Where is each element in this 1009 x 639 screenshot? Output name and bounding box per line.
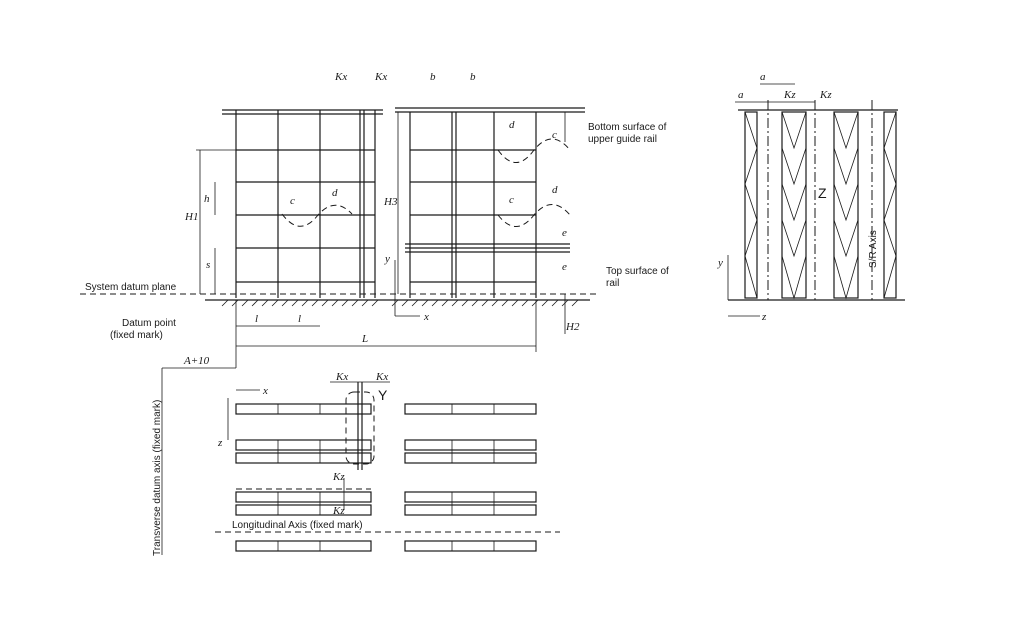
system-datum-plane-label: System datum plane	[85, 282, 177, 293]
h3-label: H3	[383, 196, 398, 208]
h2-label: H2	[565, 321, 580, 333]
front-view-right-rack	[395, 107, 585, 298]
bottom-surface-label: Bottom surface of	[588, 122, 667, 133]
plan-view	[161, 368, 560, 555]
transverse-axis-label: Transverse datum axis (fixed mark)	[152, 400, 163, 556]
a-label-2: a	[760, 71, 766, 83]
h1-label: H1	[184, 211, 198, 223]
h-label: h	[204, 193, 210, 205]
e-label-1: e	[562, 227, 567, 239]
side-view	[727, 83, 905, 317]
x-axis-label-front: x	[423, 311, 429, 323]
Z-detail-label: Z	[818, 185, 827, 201]
b-label-1: b	[430, 71, 436, 83]
ground-line	[80, 293, 600, 307]
front-view-left-rack	[222, 109, 383, 298]
c-label-right-2: c	[509, 194, 514, 206]
kx-label-plan-2: Kx	[375, 371, 388, 383]
e-label-2: e	[562, 261, 567, 273]
z-axis-label-side: z	[761, 311, 767, 323]
rail-label: rail	[606, 278, 619, 289]
a-plus-label: A+10	[183, 355, 210, 367]
upper-guide-rail-label: upper guide rail	[588, 134, 657, 145]
b-label-2: b	[470, 71, 476, 83]
longitudinal-axis-label: Longitudinal Axis (fixed mark)	[232, 520, 363, 531]
z-axis-label-plan: z	[217, 437, 223, 449]
kz-label-side-2: Kz	[819, 89, 832, 101]
Y-detail-label: Y	[378, 387, 388, 403]
y-axis-label-front: y	[384, 253, 390, 265]
d-label-left: d	[332, 187, 338, 199]
l-label-2: l	[298, 313, 301, 325]
kz-label-side-1: Kz	[783, 89, 796, 101]
l-label-1: l	[255, 313, 258, 325]
x-axis-label-plan: x	[262, 385, 268, 397]
kz-label-plan-1: Kz	[332, 471, 345, 483]
d-label-right-1: d	[509, 119, 515, 131]
kx-label-1: Kx	[334, 71, 347, 83]
c-label-right-1: c	[552, 129, 557, 141]
kx-label-2: Kx	[374, 71, 387, 83]
c-label-left: c	[290, 195, 295, 207]
top-surface-label: Top surface of	[606, 266, 669, 277]
front-dimensions	[162, 112, 566, 369]
a-label-1: a	[738, 89, 744, 101]
L-label: L	[361, 333, 368, 345]
d-label-right-2: d	[552, 184, 558, 196]
kx-label-plan-1: Kx	[335, 371, 348, 383]
datum-point-fixed-label: (fixed mark)	[110, 330, 163, 341]
sr-axis-label: S/R Axis	[868, 230, 879, 268]
y-axis-label-side: y	[717, 257, 723, 269]
datum-point-label: Datum point	[122, 318, 176, 329]
kz-label-plan-2: Kz	[332, 505, 345, 517]
s-label: s	[206, 259, 210, 271]
